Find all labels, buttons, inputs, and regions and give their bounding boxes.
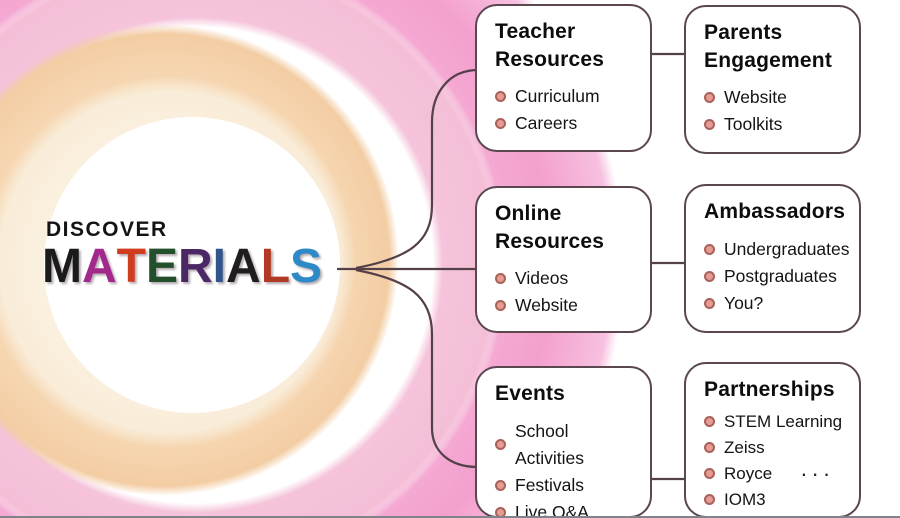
list-item: Careers [495,110,636,137]
logo-letter: R [178,240,213,293]
list-item: Postgraduates [704,263,845,290]
logo-letter: I [212,240,227,293]
list-item: You? [704,290,845,317]
logo-letter: A [226,240,261,293]
list-item-label: You? [724,292,764,313]
list-item-label: Toolkits [724,114,783,135]
list-item-label: STEM Learning [724,411,843,431]
discover-materials-logo: DISCOVER MATERIALS [42,218,322,291]
logo-main-word: MATERIALS [42,243,322,291]
list-item: IOM3 [704,487,845,513]
node-title: Parents Engagement [704,21,833,72]
bullet-icon [495,273,506,285]
bullet-icon [704,468,715,480]
bullet-icon [704,416,715,428]
logo-letter: M [42,240,82,293]
logo-letter: E [145,240,178,293]
list-item-label: Website [724,87,787,108]
list-item: Undergraduates [704,236,850,263]
list-item-label: Festivals [515,474,585,495]
node-title: Ambassadors [704,200,846,223]
list-item: School Activities [495,418,636,472]
node-title: Online Resources [495,202,605,253]
ellipsis-text: ··· [800,460,835,486]
list-item-label: School Activities [515,420,585,468]
list-item-label: Careers [515,113,578,134]
list-item: Toolkits [704,111,845,138]
bullet-icon [495,118,506,130]
logo-word-discover: DISCOVER [46,218,168,241]
connector-logo-to-teacher [355,68,479,270]
bullet-icon [495,300,506,312]
bullet-icon [495,91,506,103]
list-item-label: Royce [724,463,773,483]
list-item: Videos [495,265,636,292]
bullet-icon [704,297,715,309]
node-title: Events [495,382,566,405]
connector-logo-to-events [355,268,479,469]
list-item-label: Curriculum [515,86,600,107]
logo-letter: T [116,240,146,293]
bullet-icon [495,479,506,491]
bullet-icon [704,494,715,506]
logo-letter: L [260,240,291,293]
list-item: Festivals [495,472,636,499]
bullet-icon [704,270,715,282]
list-item: Curriculum [495,83,636,110]
bullet-icon [495,439,506,451]
logo-letter: S [290,240,323,293]
logo-letter: A [81,240,117,293]
list-item: STEM Learning [704,409,845,435]
list-item-label: Zeiss [724,437,765,457]
list-item-label: Undergraduates [724,238,850,259]
list-item: Royce ··· [704,461,845,487]
list-item-label: Videos [515,268,569,289]
bullet-icon [704,442,715,454]
list-item-label: IOM3 [724,489,766,509]
list-item-label: Postgraduates [724,265,837,286]
bullet-icon [704,119,715,131]
bullet-icon [704,92,715,104]
node-title: Partnerships [704,378,835,401]
list-item: Zeiss [704,435,845,461]
list-item-label: Website [515,295,578,316]
list-item: Website [704,84,845,111]
node-title: Teacher Resources [495,20,605,71]
bullet-icon [704,243,715,255]
list-item: Website [495,292,636,319]
